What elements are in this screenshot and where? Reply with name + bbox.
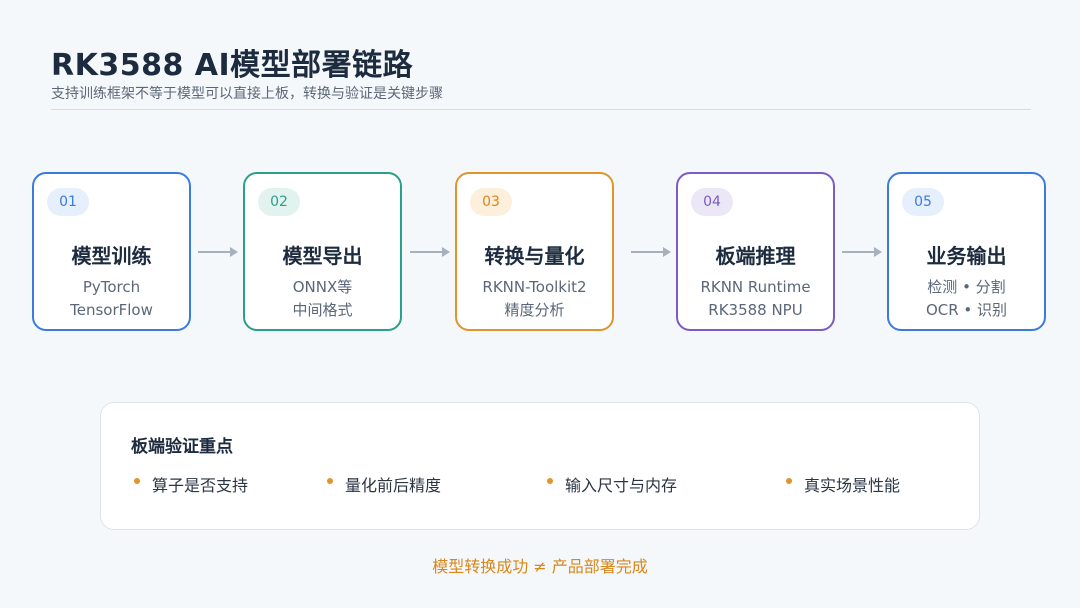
arrow-right-icon [198, 247, 238, 257]
step-description-line: 检测 • 分割 [927, 278, 1006, 296]
footer-note: 模型转换成功 ≠ 产品部署完成 [432, 557, 648, 576]
bullet-dot-icon [327, 478, 333, 484]
step-description-line: 中间格式 [292, 301, 353, 319]
step-business-output: 05 业务输出 检测 • 分割 OCR • 识别 [887, 172, 1046, 331]
focus-item: 量化前后精度 [327, 472, 441, 496]
step-number-badge: 03 [470, 188, 512, 216]
focus-item: 算子是否支持 [134, 472, 248, 496]
focus-item: 输入尺寸与内存 [547, 472, 677, 496]
bullet-dot-icon [134, 478, 140, 484]
focus-item-label: 算子是否支持 [152, 476, 249, 495]
arrow-right-icon [842, 247, 882, 257]
step-number-badge: 05 [902, 188, 944, 216]
step-description: 检测 • 分割 OCR • 识别 [889, 276, 1044, 322]
header-divider [51, 109, 1031, 110]
focus-item-label: 真实场景性能 [804, 476, 901, 495]
step-description-line: ONNX等 [292, 278, 353, 296]
focus-item-label: 输入尺寸与内存 [565, 476, 678, 495]
focus-item-label: 量化前后精度 [345, 476, 442, 495]
arrow-right-icon [410, 247, 450, 257]
step-description: PyTorch TensorFlow [34, 276, 189, 322]
step-description-line: PyTorch [82, 278, 141, 296]
step-title: 模型训练 [71, 244, 152, 268]
step-number-badge: 02 [258, 188, 300, 216]
step-description: RKNN Runtime RK3588 NPU [678, 276, 833, 322]
step-description-line: RK3588 NPU [708, 301, 803, 319]
step-title: 转换与量化 [484, 244, 585, 268]
step-description-line: TensorFlow [70, 301, 153, 319]
step-number-badge: 04 [691, 188, 733, 216]
arrow-right-icon [631, 247, 671, 257]
step-description: ONNX等 中间格式 [245, 276, 400, 322]
page-title: RK3588 AI模型部署链路 [51, 48, 414, 83]
step-title: 模型导出 [282, 244, 363, 268]
verification-focus-card [100, 402, 980, 530]
bullet-dot-icon [547, 478, 553, 484]
focus-item: 真实场景性能 [786, 472, 900, 496]
step-title: 业务输出 [926, 244, 1007, 268]
step-number-badge: 01 [47, 188, 89, 216]
step-description-line: OCR • 识别 [925, 301, 1008, 319]
step-model-training: 01 模型训练 PyTorch TensorFlow [32, 172, 191, 331]
step-description-line: RKNN Runtime [700, 278, 811, 296]
step-description-line: RKNN-Toolkit2 [482, 278, 587, 296]
step-convert-quantize: 03 转换与量化 RKNN-Toolkit2 精度分析 [455, 172, 614, 331]
step-description-line: 精度分析 [504, 301, 565, 319]
step-board-inference: 04 板端推理 RKNN Runtime RK3588 NPU [676, 172, 835, 331]
step-model-export: 02 模型导出 ONNX等 中间格式 [243, 172, 402, 331]
focus-card-title: 板端验证重点 [131, 437, 233, 457]
step-title: 板端推理 [715, 244, 796, 268]
step-description: RKNN-Toolkit2 精度分析 [457, 276, 612, 322]
bullet-dot-icon [786, 478, 792, 484]
page-subtitle: 支持训练框架不等于模型可以直接上板，转换与验证是关键步骤 [51, 86, 443, 102]
